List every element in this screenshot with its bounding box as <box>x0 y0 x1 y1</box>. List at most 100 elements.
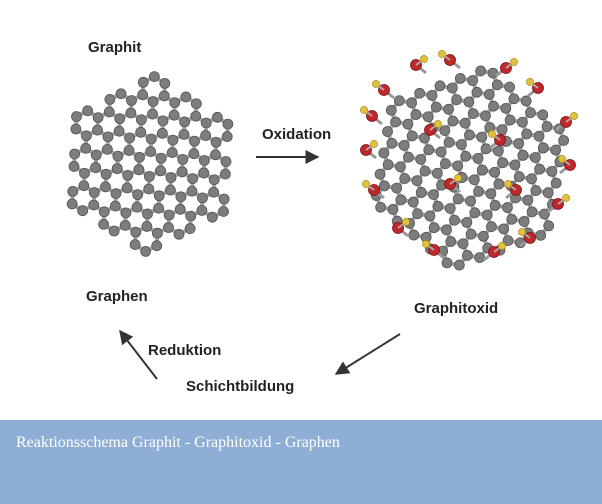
carbon-atom <box>134 151 145 163</box>
carbon-atom <box>558 135 570 146</box>
carbon-atom <box>467 75 479 86</box>
carbon-atom <box>173 228 185 240</box>
carbon-atom <box>480 110 491 122</box>
carbon-atom <box>530 185 542 196</box>
carbon-atom <box>537 142 549 154</box>
carbon-atom <box>114 113 126 125</box>
hydrogen-atom <box>370 140 378 148</box>
carbon-atom <box>208 186 220 198</box>
carbon-atom <box>424 210 436 222</box>
carbon-atom <box>411 175 423 187</box>
carbon-atom <box>472 153 484 164</box>
carbon-atom <box>398 140 410 151</box>
carbon-atom <box>485 188 497 200</box>
hydrogen-atom <box>360 106 368 114</box>
carbon-atom <box>187 173 199 185</box>
carbon-atom <box>461 250 473 261</box>
carbon-atom <box>98 218 110 230</box>
carbon-atom <box>92 124 103 136</box>
carbon-atom <box>382 126 393 137</box>
graphene-sheet <box>66 71 234 257</box>
carbon-atom <box>155 152 167 164</box>
carbon-atom <box>82 105 94 117</box>
carbon-atom <box>463 96 475 108</box>
carbon-atom <box>104 94 116 105</box>
carbon-atom <box>137 76 149 88</box>
caption-text: Reaktionsschema Graphit - Graphitoxid - … <box>16 434 340 451</box>
carbon-atom <box>446 82 458 94</box>
carbon-atom <box>520 95 532 107</box>
carbon-atom <box>151 240 163 252</box>
hydrogen-atom <box>402 218 410 226</box>
carbon-atom <box>206 211 218 223</box>
carbon-atom <box>133 164 145 176</box>
carbon-atom <box>537 109 549 121</box>
carbon-atom <box>439 125 451 137</box>
carbon-atom <box>452 160 464 172</box>
carbon-atom <box>131 201 143 213</box>
carbon-atom <box>454 72 466 84</box>
carbon-atom <box>476 164 488 176</box>
carbon-atom <box>498 223 510 235</box>
carbon-atom <box>423 144 435 156</box>
carbon-atom <box>480 143 492 155</box>
carbon-atom <box>130 226 142 238</box>
carbon-atom <box>122 170 134 181</box>
label-schichtbildung: Schichtbildung <box>186 378 294 395</box>
carbon-atom <box>88 187 100 198</box>
carbon-atom <box>142 208 153 220</box>
carbon-atom <box>218 193 230 205</box>
carbon-atom <box>408 229 420 241</box>
carbon-atom <box>374 168 386 180</box>
hydrogen-atom <box>420 55 428 63</box>
carbon-atom <box>439 158 451 170</box>
carbon-atom <box>221 131 233 142</box>
carbon-atom <box>422 111 434 123</box>
carbon-atom <box>468 174 480 186</box>
carbon-atom <box>210 149 221 161</box>
carbon-atom <box>443 103 454 115</box>
carbon-atom <box>166 147 178 158</box>
carbon-atom <box>382 159 394 171</box>
carbon-atom <box>426 89 438 101</box>
carbon-atom <box>500 102 512 114</box>
carbon-atom <box>115 88 127 100</box>
carbon-atom <box>453 259 465 271</box>
label-oxidation: Oxidation <box>262 126 331 143</box>
carbon-atom <box>464 129 475 141</box>
carbon-atom <box>155 165 166 177</box>
carbon-atom <box>513 138 525 149</box>
carbon-atom <box>492 145 504 157</box>
carbon-atom <box>406 130 418 142</box>
carbon-atom <box>148 71 160 83</box>
carbon-atom <box>113 125 125 137</box>
carbon-atom <box>190 98 202 110</box>
carbon-atom <box>395 161 406 173</box>
carbon-atom <box>504 81 515 93</box>
carbon-atom <box>386 137 398 149</box>
carbon-atom <box>210 136 222 148</box>
carbon-atom <box>428 222 440 234</box>
carbon-atom <box>415 153 427 165</box>
carbon-atom <box>103 106 115 118</box>
caption-bar: Reaktionsschema Graphit - Graphitoxid - … <box>0 420 602 504</box>
carbon-atom <box>478 230 489 242</box>
carbon-atom <box>529 152 541 163</box>
carbon-atom <box>430 101 442 113</box>
carbon-atom <box>143 183 155 195</box>
carbon-atom <box>77 205 89 217</box>
carbon-atom <box>185 210 197 222</box>
carbon-atom <box>108 225 120 237</box>
carbon-atom <box>145 146 157 157</box>
carbon-atom <box>449 214 460 226</box>
carbon-atom <box>419 165 431 177</box>
carbon-atom <box>456 139 467 150</box>
hydrogen-atom <box>372 80 380 88</box>
carbon-atom <box>68 161 80 172</box>
carbon-atom <box>508 93 520 105</box>
arrow-schichtbildung <box>334 333 401 375</box>
carbon-atom <box>419 132 430 144</box>
carbon-atom <box>513 171 525 183</box>
carbon-atom <box>517 116 528 128</box>
carbon-atom <box>378 180 390 192</box>
